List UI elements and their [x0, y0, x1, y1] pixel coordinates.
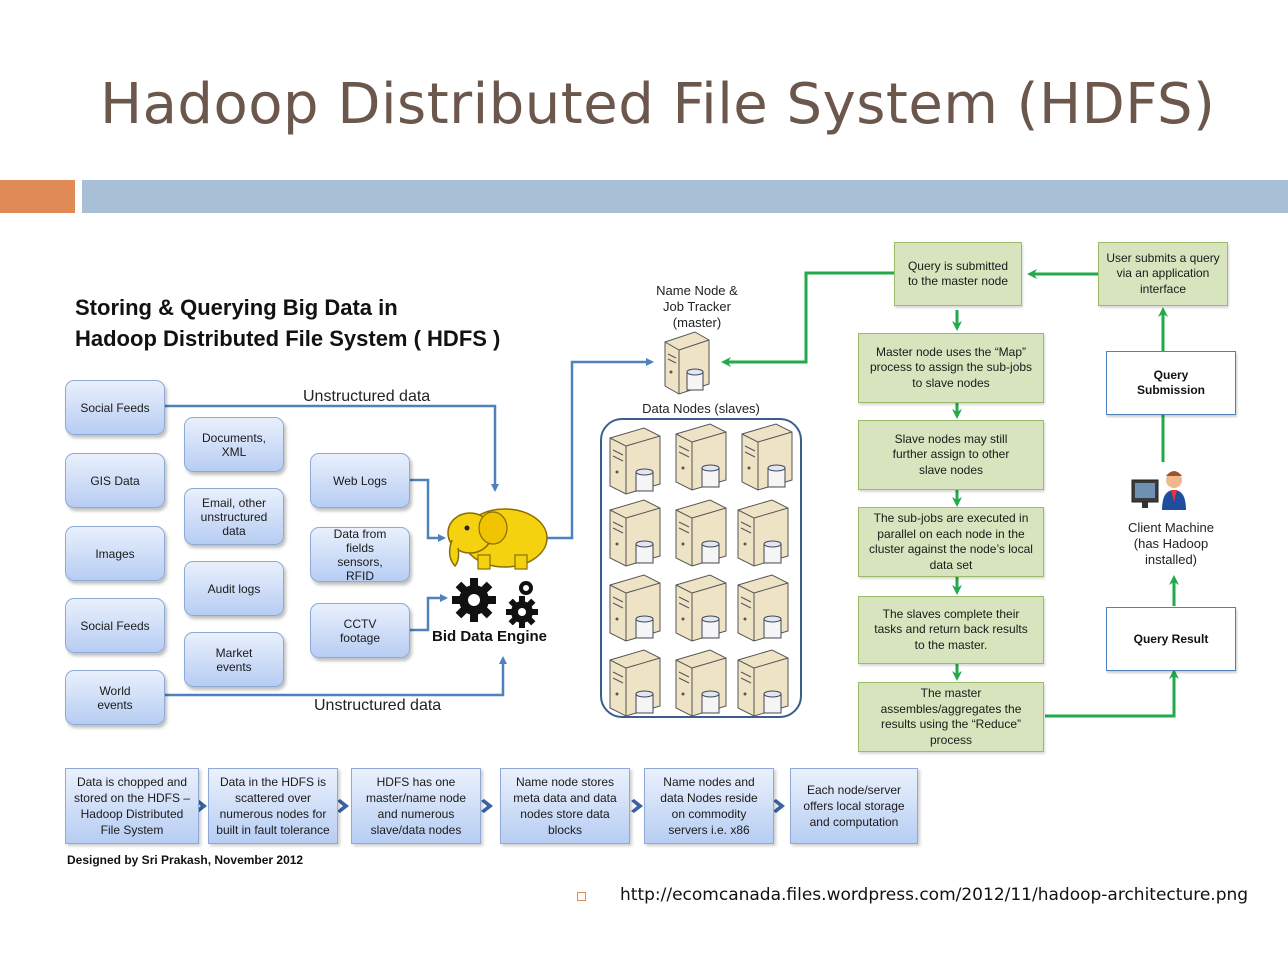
slide-title: Hadoop Distributed File System (HDFS): [100, 72, 1216, 137]
client-machine-label-line-1: Client Machine: [1128, 520, 1214, 535]
diagram-heading-line-1: Storing & Querying Big Data in: [75, 295, 398, 320]
arrow-social-to-engine: [165, 404, 499, 492]
name-node-label-line-2: Job Tracker: [663, 299, 731, 314]
bullet-icon: [577, 892, 586, 901]
arrow-weblogs-to-engine: [410, 478, 446, 542]
source-images: Images: [65, 526, 165, 581]
chevron-arrow-1: [337, 799, 349, 813]
step-return-results: The slaves complete their tasks and retu…: [858, 596, 1044, 664]
chevron-arrow-3: [631, 799, 643, 813]
step-map-process: Master node uses the “Map” process to as…: [858, 333, 1044, 403]
arrow-world-to-engine: [165, 656, 507, 697]
step-query-submitted: Query is submitted to the master node: [894, 242, 1022, 306]
user-submits-query: User submits a query via an application …: [1098, 242, 1228, 306]
title-accent-bar: [0, 180, 75, 213]
unstructured-data-label-bottom: Unstructured data: [314, 697, 442, 714]
name-node-label-line-1: Name Node &: [656, 283, 738, 298]
arrow-engine-to-namenode: [545, 358, 654, 540]
arrow-query-to-namenode: [721, 271, 894, 367]
name-node-label-line-3: (master): [672, 315, 722, 330]
bottom-step-2: Data in the HDFS is scattered over numer…: [208, 768, 338, 844]
data-nodes-label: Data Nodes (slaves): [642, 401, 760, 416]
engine-label: Bid Data Engine: [432, 628, 548, 645]
bottom-step-6: Each node/server offers local storage an…: [790, 768, 918, 844]
step-slave-assign: Slave nodes may still further assign to …: [858, 420, 1044, 490]
unstructured-data-label-top: Unstructured data: [303, 388, 431, 405]
source-sensors: Data from fields sensors, RFID: [310, 527, 410, 583]
chevron-arrow-4: [773, 799, 785, 813]
source-market-events: Market events: [184, 632, 284, 687]
client-machine-label-line-2: (has Hadoop: [1133, 536, 1209, 551]
bottom-step-4: Name node stores meta data and data node…: [500, 768, 630, 844]
data-nodes-cluster: [600, 418, 802, 718]
diagram-heading-line-2: Hadoop Distributed File System ( HDFS ): [75, 326, 501, 351]
source-web-logs: Web Logs: [310, 453, 410, 508]
source-url-link[interactable]: http://ecomcanada.files.wordpress.com/20…: [620, 885, 1249, 905]
step-parallel-exec: The sub-jobs are executed in parallel on…: [858, 507, 1044, 577]
diagram-heading: Storing & Querying Big Data in Hadoop Di…: [75, 292, 500, 354]
query-result-box: Query Result: [1106, 607, 1236, 671]
client-machine-label-line-3: installed): [1144, 552, 1198, 567]
source-social-feeds-2: Social Feeds: [65, 598, 165, 653]
bottom-step-3: HDFS has one master/name node and numero…: [351, 768, 481, 844]
source-world-events: World events: [65, 670, 165, 725]
step-reduce: The master assembles/aggregates the resu…: [858, 682, 1044, 752]
bottom-step-5: Name nodes and data Nodes reside on comm…: [644, 768, 774, 844]
name-node-label: Name Node & Job Tracker (master): [642, 283, 752, 331]
source-documents-xml: Documents, XML: [184, 417, 284, 472]
bottom-step-1: Data is chopped and stored on the HDFS –…: [65, 768, 199, 844]
source-gis-data: GIS Data: [65, 453, 165, 508]
source-social-feeds-1: Social Feeds: [65, 380, 165, 435]
designer-credit: Designed by Sri Prakash, November 2012: [67, 853, 304, 867]
arrow-reduce-to-result: [1045, 669, 1179, 718]
query-submission-box: Query Submission: [1106, 351, 1236, 415]
chevron-arrow-2: [481, 799, 493, 813]
source-cctv: CCTV footage: [310, 603, 410, 658]
source-audit-logs: Audit logs: [184, 561, 284, 616]
title-divider-bar: [82, 180, 1288, 213]
source-email: Email, other unstructured data: [184, 488, 284, 545]
arrow-cctv-to-engine: [410, 594, 448, 632]
client-machine-label: Client Machine (has Hadoop installed): [1118, 520, 1224, 568]
